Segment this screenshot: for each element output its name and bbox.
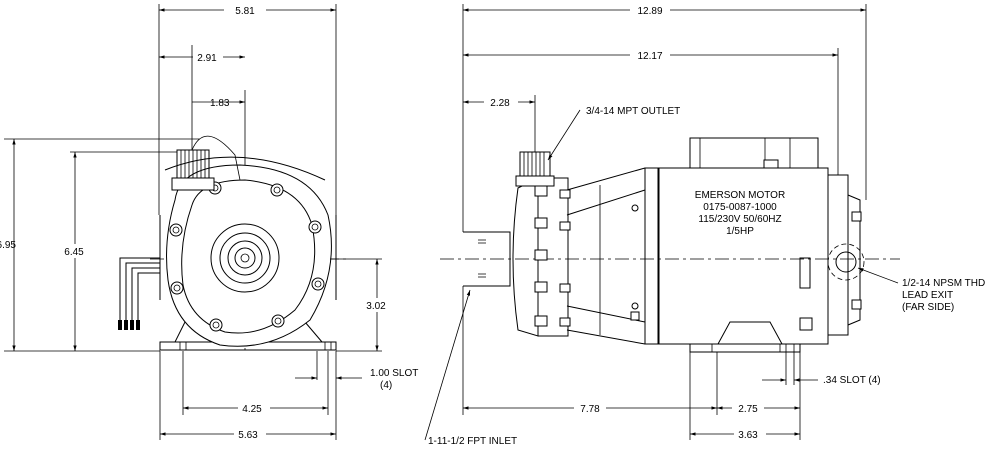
motor-base [689,321,801,353]
pump-flange [512,177,571,337]
dim-front-overall-width: 5.81 [235,6,255,17]
side-dimension-lines [463,8,866,436]
side-inlet [463,231,511,287]
callout-lead-line-3: (FAR SIDE) [902,302,954,313]
callout-lead-line-2: LEAD EXIT [902,290,953,301]
dim-side-base-length: 3.63 [738,430,758,441]
nameplate-line-2: 0175-0087-1000 [703,202,777,213]
side-leaders [424,109,899,441]
dim-side-length-to-motor: 12.17 [637,51,662,62]
dim-side-overall-length: 12.89 [637,6,662,17]
cover-bolts [169,181,325,332]
front-view: 5.81 2.91 1.83 6.95 6.45 3.02 1.00 SLOT … [0,3,418,441]
dim-side-slot: .34 SLOT (4) [823,375,881,386]
front-extension-lines [4,4,382,440]
callout-inlet: 1-11-1/2 FPT INLET [428,436,517,447]
dim-front-base-width: 5.63 [238,430,258,441]
dim-front-slot: 1.00 SLOT [370,368,418,379]
nameplate-line-3: 115/230V 50/60HZ [698,214,781,225]
dim-front-shaft-height: 3.02 [366,301,386,312]
nameplate-line-1: EMERSON MOTOR [695,190,785,201]
pump-cover [181,179,316,334]
callout-outlet: 3/4-14 MPT OUTLET [586,106,680,117]
front-outlet [171,149,215,191]
nameplate-line-4: 1/5HP [726,226,754,237]
dim-front-slot-count: (4) [380,380,392,391]
dim-side-outlet-offset: 2.28 [490,98,510,109]
dim-side-inlet-to-base: 7.78 [580,404,600,415]
dim-front-outlet-offset: 2.91 [197,53,217,64]
pump-bracket [566,167,646,345]
dim-front-overall-height: 6.95 [0,240,16,251]
dim-side-base-hole-spacing: 2.75 [738,404,758,415]
front-leads [118,135,241,330]
side-extension-lines [462,4,867,440]
side-outlet [515,151,555,187]
callout-lead-line-1: 1/2-14 NPSM THD [902,278,985,289]
motor [644,137,865,345]
pump-housing [166,164,332,347]
side-view: EMERSON MOTOR 0175-0087-1000 115/230V 50… [424,3,985,447]
motor-top-edge [164,156,326,181]
dim-front-base-hole-spacing: 4.25 [242,404,262,415]
dim-front-inlet-offset: 1.83 [210,98,230,109]
front-inlet [210,223,280,293]
dim-front-outlet-height: 6.45 [64,247,84,258]
